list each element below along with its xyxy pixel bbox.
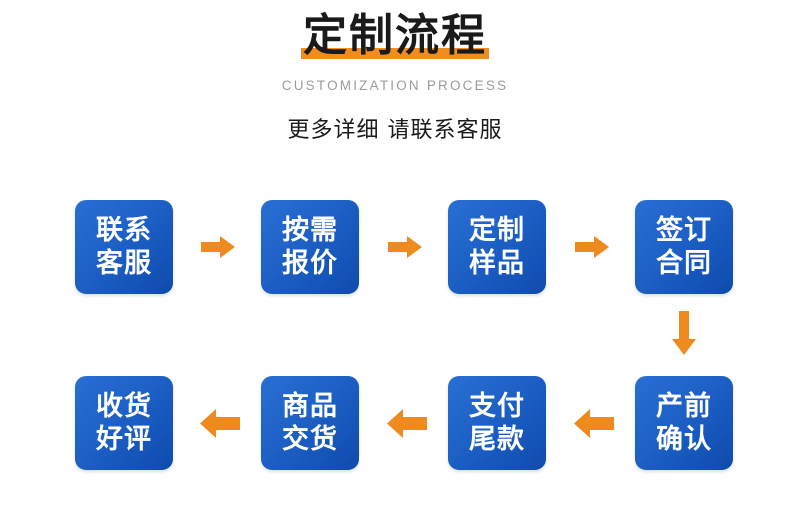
arrow-left-icon (574, 409, 614, 438)
flow-step-label-line1: 联系 (96, 215, 152, 246)
flow-step-contact-service[interactable]: 联系 客服 (75, 200, 173, 294)
flow-step-label-line2: 样品 (469, 248, 525, 279)
flow-step-label-line1: 按需 (282, 215, 338, 246)
flow-step-custom-sample[interactable]: 定制 样品 (448, 200, 546, 294)
page-title-wrap: 定制流程 (301, 8, 489, 64)
flow-step-label-line1: 产前 (656, 391, 712, 422)
flow-step-receive-and-review[interactable]: 收货 好评 (75, 376, 173, 470)
arrow-right-icon (388, 236, 422, 258)
title-underline-bar (301, 48, 489, 59)
flow-step-sign-contract[interactable]: 签订 合同 (635, 200, 733, 294)
flow-step-label-line2: 好评 (96, 424, 152, 455)
flow-step-label-line1: 定制 (469, 215, 525, 246)
flow-step-label-line2: 尾款 (469, 424, 525, 455)
page-header: 定制流程 CUSTOMIZATION PROCESS 更多详细 请联系客服 (0, 0, 790, 144)
flow-step-label-line2: 合同 (656, 248, 712, 279)
flow-step-quote-on-demand[interactable]: 按需 报价 (261, 200, 359, 294)
flow-step-label-line2: 报价 (282, 248, 338, 279)
flow-step-pay-balance[interactable]: 支付 尾款 (448, 376, 546, 470)
arrow-left-icon (200, 409, 240, 438)
arrow-down-icon (672, 311, 696, 355)
flow-step-goods-delivery[interactable]: 商品 交货 (261, 376, 359, 470)
arrow-left-icon (387, 409, 427, 438)
arrow-right-icon (201, 236, 235, 258)
flow-step-label-line2: 确认 (656, 424, 712, 455)
flow-step-label-line2: 交货 (282, 424, 338, 455)
flow-step-pre-production-confirm[interactable]: 产前 确认 (635, 376, 733, 470)
flow-step-label-line1: 支付 (469, 391, 525, 422)
arrow-right-icon (575, 236, 609, 258)
page-subtitle-chinese: 更多详细 请联系客服 (287, 118, 503, 143)
page-title: 定制流程 (303, 10, 487, 61)
page-subtitle-english: CUSTOMIZATION PROCESS (281, 78, 509, 93)
flow-step-label-line1: 签订 (656, 215, 712, 246)
flow-step-label-line1: 收货 (96, 391, 152, 422)
flow-step-label-line1: 商品 (282, 391, 338, 422)
flow-step-label-line2: 客服 (96, 248, 152, 279)
